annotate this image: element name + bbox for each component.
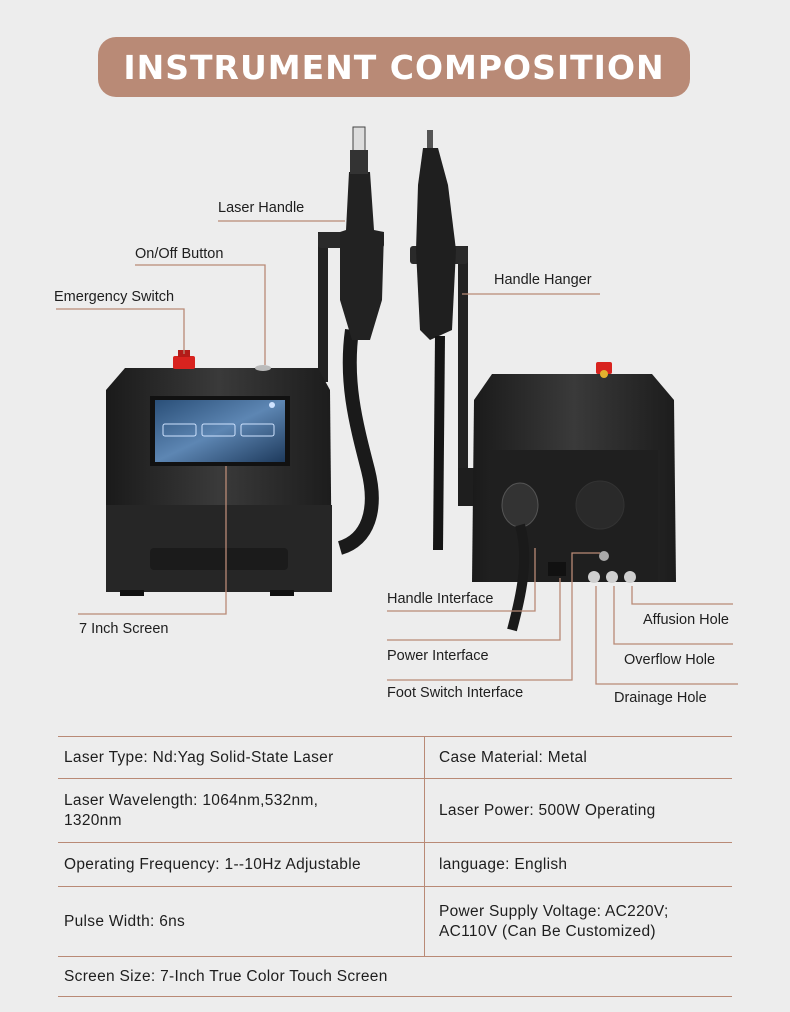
spec-laser-wavelength-line1: Laser Wavelength: 1064nm,532nm, xyxy=(64,791,319,809)
title-banner: INSTRUMENT COMPOSITION xyxy=(98,37,690,97)
affusion-hole-label: Affusion Hole xyxy=(643,612,729,628)
overflow-hole-label: Overflow Hole xyxy=(624,652,716,668)
spec-power-supply: Power Supply Voltage: AC220V; AC110V (Ca… xyxy=(424,886,732,957)
handle-interface-label: Handle Interface xyxy=(387,591,494,607)
spec-laser-wavelength-line2: 1320nm xyxy=(64,811,122,829)
spec-pulse-width: Pulse Width: 6ns xyxy=(58,886,425,957)
handle-hanger-label: Handle Hanger xyxy=(494,272,592,288)
product-illustration xyxy=(56,126,738,685)
emergency-switch-label: Emergency Switch xyxy=(54,289,175,305)
spec-laser-power: Laser Power: 500W Operating xyxy=(424,778,732,843)
spec-row: Pulse Width: 6ns Power Supply Voltage: A… xyxy=(58,886,732,957)
laser-handle-label: Laser Handle xyxy=(218,200,305,216)
spec-row: Laser Type: Nd:Yag Solid-State Laser Cas… xyxy=(58,736,732,779)
spec-laser-type: Laser Type: Nd:Yag Solid-State Laser xyxy=(58,736,425,779)
drainage-hole-label: Drainage Hole xyxy=(614,690,707,706)
spec-operating-frequency: Operating Frequency: 1--10Hz Adjustable xyxy=(58,842,425,887)
spec-screen-size: Screen Size: 7-Inch True Color Touch Scr… xyxy=(58,956,732,997)
spec-laser-wavelength: Laser Wavelength: 1064nm,532nm, 1320nm xyxy=(58,778,425,843)
spec-power-supply-line2: AC110V (Can Be Customized) xyxy=(439,922,656,940)
spec-row: Screen Size: 7-Inch True Color Touch Scr… xyxy=(58,956,732,997)
machine-back-view xyxy=(410,130,676,632)
spec-row: Operating Frequency: 1--10Hz Adjustable … xyxy=(58,842,732,887)
machine-front-view xyxy=(106,126,384,596)
foot-switch-interface-label: Foot Switch Interface xyxy=(387,685,524,701)
spec-language: language: English xyxy=(424,842,732,887)
page-title: INSTRUMENT COMPOSITION xyxy=(123,47,665,87)
spec-case-material: Case Material: Metal xyxy=(424,736,732,779)
spec-table: Laser Type: Nd:Yag Solid-State Laser Cas… xyxy=(58,736,732,997)
on-off-button-label: On/Off Button xyxy=(135,246,224,262)
seven-inch-screen-label: 7 Inch Screen xyxy=(79,621,169,637)
spec-power-supply-line1: Power Supply Voltage: AC220V; xyxy=(439,902,669,920)
leader-lines xyxy=(56,220,738,685)
power-interface-label: Power Interface xyxy=(387,648,489,664)
spec-row: Laser Wavelength: 1064nm,532nm, 1320nm L… xyxy=(58,778,732,843)
